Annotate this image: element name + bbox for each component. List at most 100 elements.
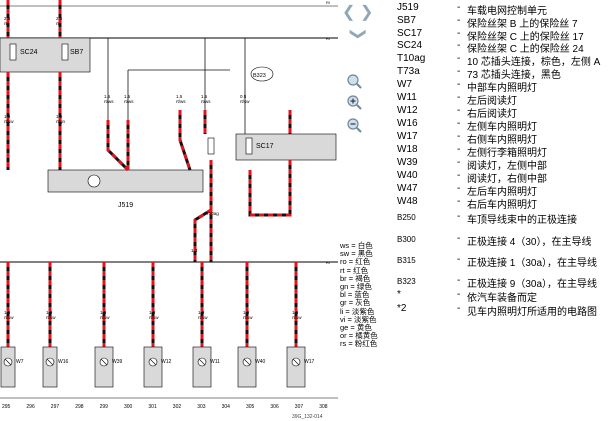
wire-key-row: bl = 蓝色 bbox=[340, 290, 370, 300]
legend-code: W48 bbox=[397, 196, 418, 207]
fuse-label-sb7: SB7 bbox=[70, 49, 83, 56]
wire-size-label: 1.5 bbox=[56, 114, 63, 119]
lamp-wire-size: 1.0 bbox=[243, 310, 250, 315]
lamp-label: W12 bbox=[161, 359, 172, 365]
legend-dash: - bbox=[457, 196, 461, 207]
wire-size-label: 2.5 bbox=[56, 16, 63, 21]
lamp-cross bbox=[243, 358, 251, 366]
chip-label: B323 bbox=[253, 73, 266, 79]
wire-color-label: rt/sw bbox=[4, 119, 14, 124]
wire-key-row: gr = 灰色 bbox=[340, 298, 371, 308]
legend-description: 左侧车内照明灯 bbox=[467, 122, 537, 133]
wire-j519-in-3 bbox=[178, 110, 192, 171]
zoom-out-icon[interactable] bbox=[346, 117, 362, 133]
wire-key-row: rs = 粉红色 bbox=[340, 339, 378, 349]
wire-key-row: ws = 白色 bbox=[340, 241, 373, 250]
lamp-wire-color: rt/sw bbox=[243, 315, 253, 320]
legend-dash: - bbox=[457, 254, 461, 265]
lamp-housing bbox=[192, 346, 212, 388]
legend-code: W12 bbox=[397, 105, 418, 116]
legend-code: W16 bbox=[397, 118, 418, 129]
lamp-cross bbox=[100, 358, 108, 366]
lamp-wire-color: rt/sw bbox=[100, 315, 110, 320]
track-number: 308 bbox=[319, 404, 328, 410]
track-number: 307 bbox=[295, 404, 304, 410]
ground-symbol bbox=[87, 174, 101, 188]
legend-code: W7 bbox=[397, 79, 412, 90]
top-mark-1: Rl bbox=[326, 0, 330, 5]
wire-key-row: br = 褐色 bbox=[340, 273, 371, 283]
legend-code: B250 bbox=[397, 213, 416, 222]
legend-description: 中部车内照明灯 bbox=[467, 83, 537, 94]
legend-description: 保险丝架 C 上的保险丝 24 bbox=[467, 44, 584, 55]
legend-dash: - bbox=[457, 79, 461, 90]
wire-junction-down bbox=[193, 208, 212, 262]
nav-left-icon[interactable]: ❮ bbox=[342, 4, 356, 21]
legend-dash: - bbox=[457, 66, 461, 77]
zoom-fit-icon[interactable] bbox=[346, 73, 362, 89]
lamp-cross bbox=[46, 358, 54, 366]
legend-dash: - bbox=[457, 131, 461, 142]
legend-code: W40 bbox=[397, 170, 418, 181]
legend-dash: - bbox=[457, 53, 461, 64]
track-number: 298 bbox=[75, 404, 84, 410]
lamp-label: W40 bbox=[255, 359, 266, 365]
wire-color-label: rt/ws bbox=[104, 99, 114, 104]
legend-description: 10 芯插头连接，棕色，左侧 A bbox=[467, 57, 601, 68]
wire-color-label: rt/ws bbox=[176, 99, 186, 104]
wire-j519-in-1 bbox=[106, 120, 130, 172]
wire-color-label: rt/gn bbox=[56, 119, 66, 124]
wiring-schematic: SC24 SB7 SC17 J519 B323 Rl Rl Rl 2.5rt2.… bbox=[0, 0, 338, 410]
legend-code: T73a bbox=[397, 66, 420, 77]
legend-dash: - bbox=[457, 303, 461, 314]
lamp-wire-color: rt/sw bbox=[46, 315, 56, 320]
legend-description: 车载电网控制单元 bbox=[467, 6, 547, 17]
legend-description: 右侧车内照明灯 bbox=[467, 135, 537, 146]
legend-dash: - bbox=[457, 183, 461, 194]
lamp-wire-size: 1.0 bbox=[100, 310, 107, 315]
fuse-label-sc24: SC24 bbox=[20, 49, 38, 56]
legend-dash: - bbox=[457, 92, 461, 103]
lamp-wire-size: 1.0 bbox=[292, 310, 299, 315]
legend-code: W39 bbox=[397, 157, 418, 168]
lamp-wire-color: rt/sw bbox=[4, 315, 14, 320]
wire-key-row: gn = 绿色 bbox=[340, 282, 372, 291]
lamp-cross bbox=[292, 358, 300, 366]
wire-key-row: rt = 红色 bbox=[340, 265, 369, 275]
nav-down-icon[interactable]: ❯ bbox=[349, 27, 367, 41]
legend-dash: - bbox=[457, 2, 461, 13]
lamp-housing bbox=[286, 346, 306, 388]
track-number: 295 bbox=[2, 404, 11, 410]
lamp-wire-size: 1.0 bbox=[149, 310, 156, 315]
legend-description: 左侧行李箱照明灯 bbox=[467, 148, 547, 159]
legend-description: 左后车内照明灯 bbox=[467, 187, 537, 198]
lamp-cross bbox=[198, 358, 206, 366]
lamp-housing bbox=[143, 346, 163, 388]
lamp-label: W17 bbox=[304, 359, 315, 365]
legend-code: SC24 bbox=[397, 40, 423, 51]
wire-key-row: li = 淡紫色 bbox=[340, 306, 375, 316]
module-j519 bbox=[47, 169, 204, 193]
wire-size-label: 0.5 bbox=[240, 94, 247, 99]
legend-dash: - bbox=[457, 105, 461, 116]
wire-size-label: 1.5 bbox=[124, 94, 131, 99]
legend-description: 见车内照明灯所适用的电路图 bbox=[467, 307, 597, 318]
zoom-in-icon[interactable] bbox=[346, 94, 362, 110]
legend-description: 右后车内照明灯 bbox=[467, 200, 537, 211]
nav-right-icon[interactable]: ❯ bbox=[360, 4, 374, 21]
legend-description: 阅读灯，右侧中部 bbox=[467, 174, 547, 185]
wire-color-label: rt bbox=[4, 21, 7, 26]
track-number: 303 bbox=[197, 404, 206, 410]
track-number: 306 bbox=[270, 404, 279, 410]
lamp-wire-size: 1.0 bbox=[198, 310, 205, 315]
lamp-cross bbox=[4, 358, 12, 366]
lamp-housing bbox=[94, 346, 114, 388]
lamp-label: W11 bbox=[210, 359, 220, 365]
track-number: 304 bbox=[222, 404, 231, 410]
lamp-cross bbox=[149, 358, 157, 366]
legend-code: W18 bbox=[397, 144, 418, 155]
fuse-label-sc17: SC17 bbox=[256, 143, 274, 150]
legend-dash: - bbox=[457, 157, 461, 168]
mid-junction-label: T10ag bbox=[206, 211, 219, 216]
